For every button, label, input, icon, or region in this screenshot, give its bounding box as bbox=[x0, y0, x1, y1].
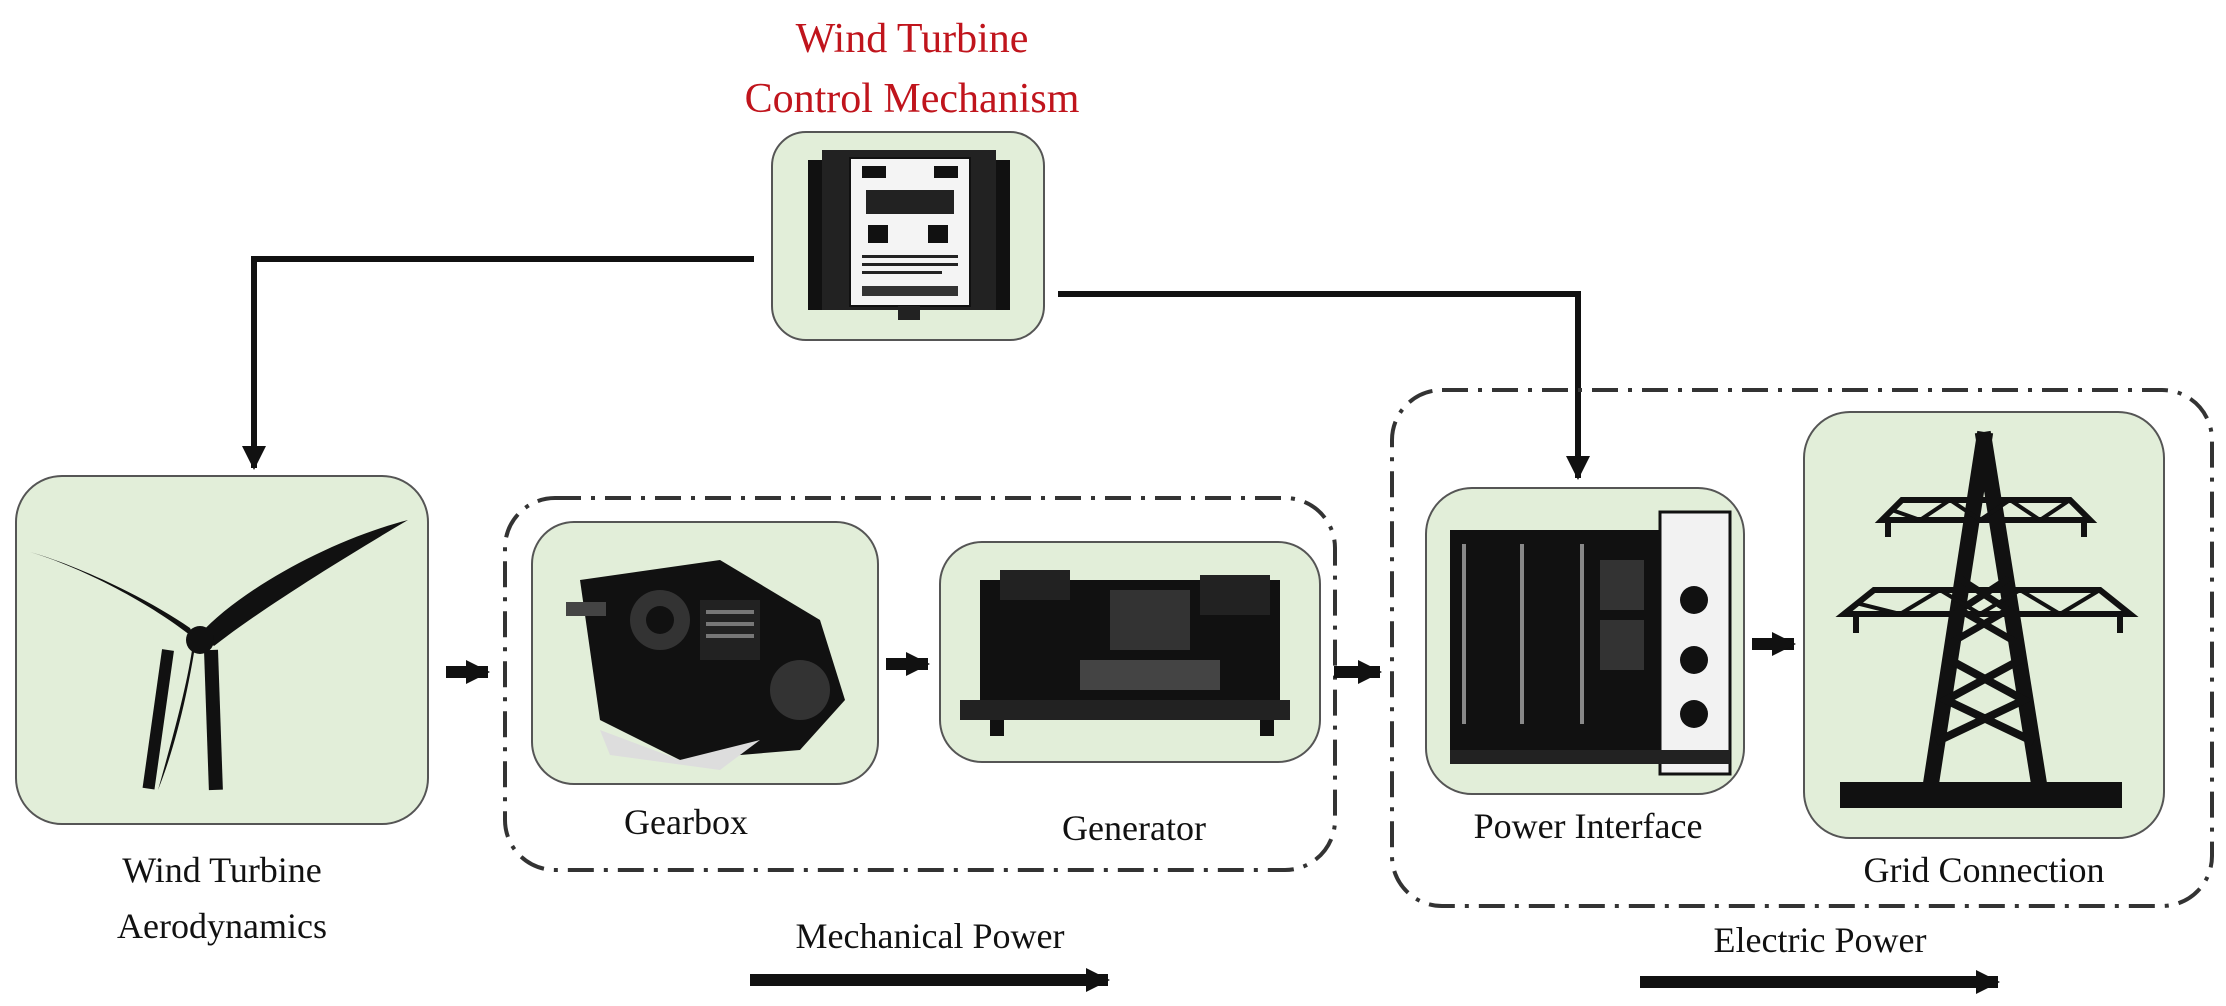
transmission-tower-icon bbox=[1835, 430, 2139, 800]
gearbox-label: Gearbox bbox=[624, 802, 748, 842]
power-interface-label: Power Interface bbox=[1474, 806, 1703, 846]
generator-node bbox=[939, 541, 1321, 763]
title-line-2: Control Mechanism bbox=[745, 76, 1080, 122]
aero-node bbox=[15, 475, 429, 825]
control-line-to-power-interface bbox=[1058, 291, 1590, 480]
generator-label: Generator bbox=[1062, 808, 1206, 848]
aero-label-line-2: Aerodynamics bbox=[117, 906, 327, 946]
power-interface-node bbox=[1425, 487, 1745, 795]
generator-icon bbox=[960, 570, 1290, 736]
controller-node bbox=[771, 131, 1045, 341]
power-cabinet-icon bbox=[1450, 510, 1732, 776]
aero-label-line-1: Wind Turbine bbox=[122, 850, 322, 890]
control-line-to-aero bbox=[242, 256, 754, 470]
grid-node bbox=[1803, 411, 2165, 839]
electric-group-box bbox=[1390, 388, 2214, 908]
title-line-1: Wind Turbine bbox=[796, 16, 1029, 62]
grid-label: Grid Connection bbox=[1864, 850, 2105, 890]
electric-power-label: Electric Power bbox=[1714, 920, 1927, 960]
gearbox-node bbox=[531, 521, 879, 785]
controller-device-icon bbox=[808, 150, 1010, 320]
mechanical-power-label: Mechanical Power bbox=[796, 916, 1065, 956]
wind-turbine-icon bbox=[30, 520, 408, 791]
gearbox-icon bbox=[566, 560, 845, 770]
mechanical-group-box bbox=[503, 496, 1337, 872]
